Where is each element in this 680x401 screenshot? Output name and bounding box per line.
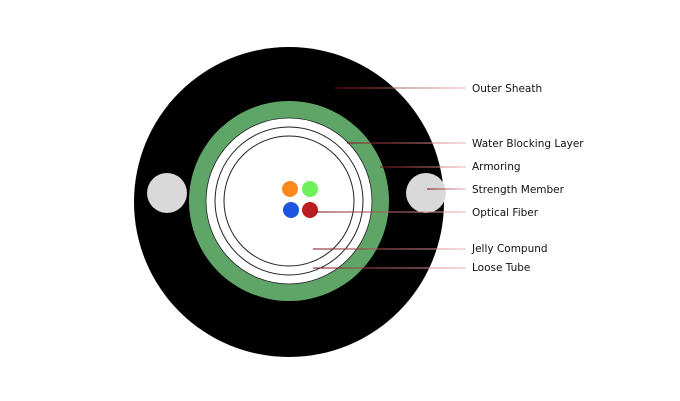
strength-member-left xyxy=(147,173,187,213)
water-blocking-layer xyxy=(205,117,373,285)
fiber-green xyxy=(302,181,318,197)
label-strength-member: Strength Member xyxy=(472,184,565,196)
loose-tube-outer xyxy=(214,126,364,276)
loose-tube-inner xyxy=(223,135,355,267)
label-water-blocking: Water Blocking Layer xyxy=(472,138,584,150)
leader-lines xyxy=(312,87,467,269)
strength-member-right xyxy=(406,173,446,213)
label-armoring: Armoring xyxy=(472,161,521,173)
label-jelly: Jelly Compund xyxy=(471,243,548,255)
fiber-red xyxy=(302,202,318,218)
fiber-blue xyxy=(283,202,299,218)
label-optical-fiber: Optical Fiber xyxy=(472,207,539,219)
fiber-orange xyxy=(282,181,298,197)
label-outer-sheath: Outer Sheath xyxy=(472,83,542,95)
label-loose-tube: Loose Tube xyxy=(472,262,530,274)
